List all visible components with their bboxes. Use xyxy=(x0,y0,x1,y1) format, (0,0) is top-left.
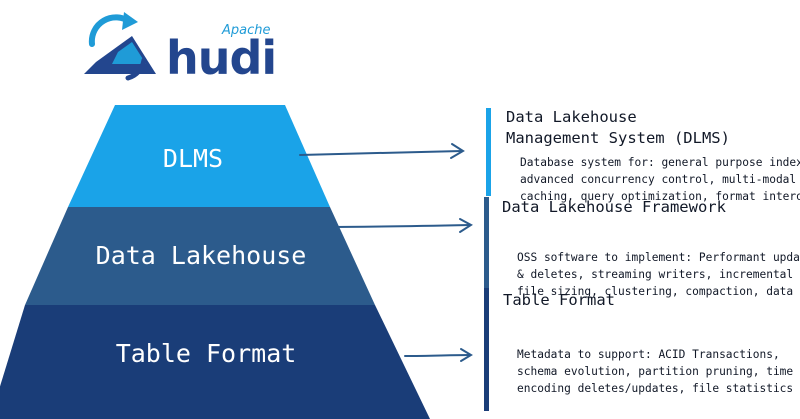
arrow-data-lakehouse xyxy=(319,218,473,233)
hudi-logo: Apache hudi xyxy=(84,12,277,85)
arrow-dlms xyxy=(299,143,465,159)
desc-title-table-format: Table Format xyxy=(503,291,615,309)
layer-label-table-format: Table Format xyxy=(116,339,297,368)
pyramid-layer-dlms xyxy=(68,105,330,207)
logo-name: hudi xyxy=(166,31,276,85)
pyramid: DLMS Data Lakehouse Table Format xyxy=(0,105,430,419)
desc-body-table-format-line3: encoding deletes/updates, file statistic… xyxy=(517,382,793,395)
desc-body-dlms-line1: Database system for: general purpose ind… xyxy=(520,156,800,169)
desc-body-data-lakehouse-line2: & deletes, streaming writers, incrementa… xyxy=(517,268,800,281)
pyramid-layer-table-format xyxy=(0,305,430,419)
accent-bar-data-lakehouse xyxy=(484,197,489,297)
logo-brand: Apache xyxy=(221,23,271,38)
desc-body-table-format-line2: schema evolution, partition pruning, tim… xyxy=(517,365,800,378)
desc-title-data-lakehouse: Data Lakehouse Framework xyxy=(502,198,727,216)
desc-body-dlms-line2: advanced concurrency control, multi-moda… xyxy=(520,173,800,186)
desc-body-data-lakehouse-line3: file sizing, clustering, compaction, dat… xyxy=(517,285,800,298)
desc-body-dlms-line3: caching, query optimization, format inte… xyxy=(520,190,800,203)
arrow-table-format xyxy=(404,348,473,362)
description-table-format: Table Format Metadata to support: ACID T… xyxy=(503,291,800,395)
accent-bar-dlms xyxy=(486,108,491,196)
desc-body-data-lakehouse-line1: OSS software to implement: Performant up… xyxy=(517,251,800,264)
desc-title-dlms-line1: Data Lakehouse xyxy=(506,108,637,126)
desc-title-dlms-line2: Management System (DLMS) xyxy=(506,129,730,147)
pyramid-layer-data-lakehouse xyxy=(25,207,375,305)
description-data-lakehouse: Data Lakehouse Framework OSS software to… xyxy=(502,198,800,298)
desc-body-table-format-line1: Metadata to support: ACID Transactions, xyxy=(517,348,780,361)
arrows xyxy=(299,143,473,362)
hudi-logo-icon xyxy=(84,12,156,81)
accent-bars xyxy=(484,108,491,411)
layer-label-dlms: DLMS xyxy=(163,144,223,173)
layer-label-data-lakehouse: Data Lakehouse xyxy=(96,241,307,270)
accent-bar-table-format xyxy=(484,288,489,411)
description-dlms: Data Lakehouse Management System (DLMS) … xyxy=(506,108,800,203)
